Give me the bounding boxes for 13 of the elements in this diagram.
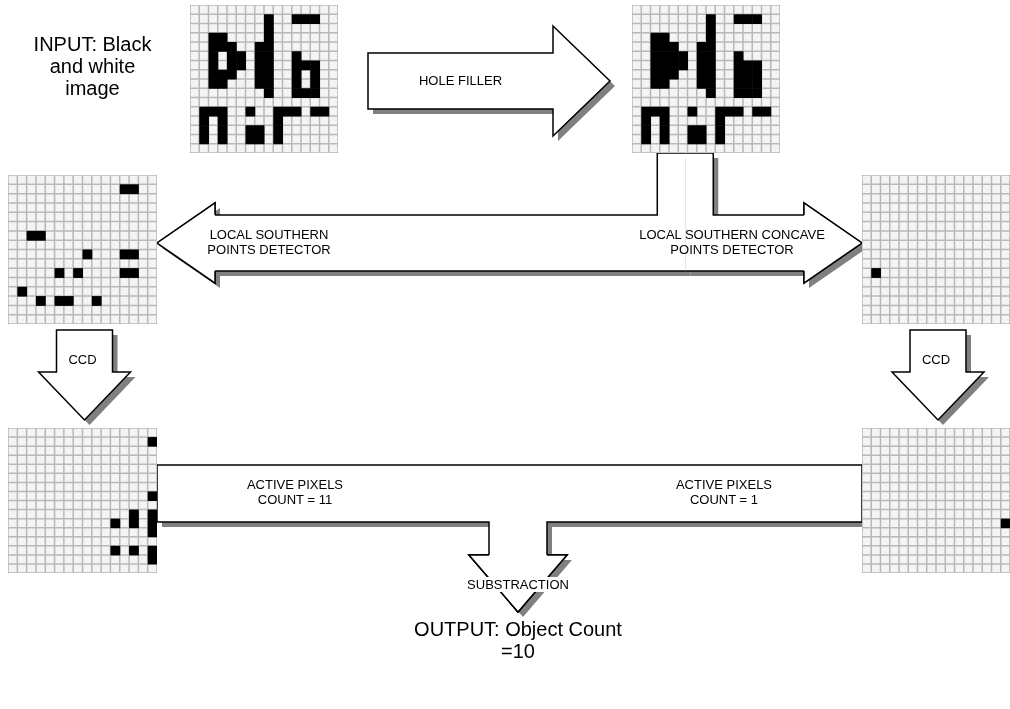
edge-label: LOCAL SOUTHERN CONCAVE POINTS DETECTOR	[638, 227, 826, 257]
edge-label: CCD	[67, 352, 98, 367]
edge-label: ACTIVE PIXELS COUNT = 11	[245, 477, 345, 507]
block-arrow	[36, 329, 136, 425]
block-arrow	[890, 329, 989, 425]
edge-label: ACTIVE PIXELS COUNT = 1	[674, 477, 774, 507]
edge-label: LOCAL SOUTHERN POINTS DETECTOR	[206, 227, 332, 257]
block-arrow	[367, 24, 615, 141]
block-arrow	[156, 152, 691, 288]
edge-label: HOLE FILLER	[417, 73, 504, 88]
edge-label: CCD	[920, 352, 952, 367]
caption-text: INPUT: Black and white image	[32, 33, 153, 99]
output-text: OUTPUT: Object Count =10	[408, 618, 628, 666]
